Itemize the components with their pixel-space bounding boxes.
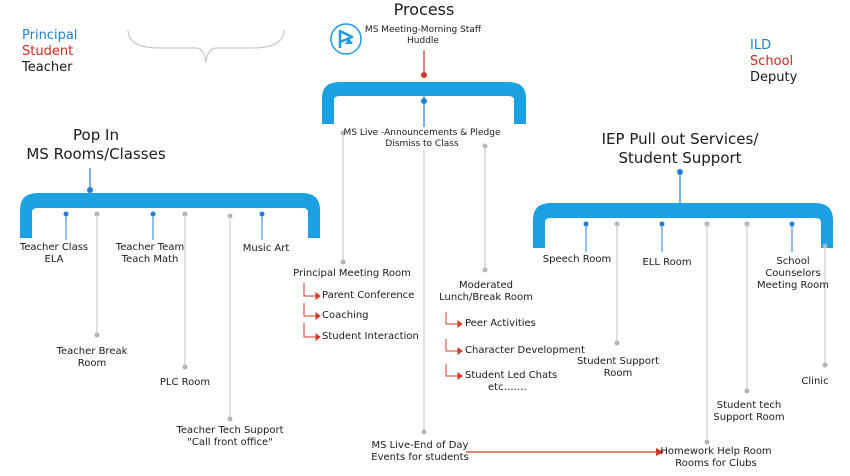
node-stutech xyxy=(744,388,750,394)
node-break xyxy=(94,332,100,338)
parent-conference-label: Parent Conference xyxy=(322,290,415,301)
ell-room-label: ELL Room xyxy=(642,257,692,268)
legend-student: Student xyxy=(22,44,74,59)
decorative-brace xyxy=(127,29,285,63)
logo-icon xyxy=(330,23,362,55)
student-interaction-label: Student Interaction xyxy=(322,331,419,342)
node-lunch xyxy=(482,267,488,273)
right-heading: IEP Pull out Services/ Student Support xyxy=(601,130,759,167)
teacher-class-label: Teacher Class ELA xyxy=(19,242,89,265)
node-center-gray-left xyxy=(340,130,346,136)
etc-label: etc……. xyxy=(488,382,527,393)
coaching-label: Coaching xyxy=(322,310,369,321)
principal-sub-arrows xyxy=(303,283,321,341)
legend-principal: Principal xyxy=(22,28,78,43)
node-end-of-day xyxy=(421,429,427,435)
legend-ild: ILD xyxy=(750,38,772,53)
announcements-label: MS Live -Announcements & Pledge Dismiss … xyxy=(343,128,501,149)
legend-right: ILD School Deputy xyxy=(750,38,797,86)
legend-school: School xyxy=(750,54,794,69)
lunch-room-label: Moderated Lunch/Break Room xyxy=(439,280,533,303)
principal-room-label: Principal Meeting Room xyxy=(293,268,411,279)
node-principal xyxy=(340,259,346,265)
legend-left: Principal Student Teacher xyxy=(22,28,77,76)
lunch-sub-arrows xyxy=(445,312,463,380)
speech-room-label: Speech Room xyxy=(542,254,612,265)
teacher-team-label: Teacher Team Teach Math xyxy=(115,242,185,265)
meeting-label: MS Meeting-Morning Staff Huddle xyxy=(364,25,482,46)
teacher-break-label: Teacher Break Room xyxy=(56,346,128,369)
page-title: Process xyxy=(393,0,455,19)
music-art-label: Music Art xyxy=(242,243,290,254)
right-bracket xyxy=(533,203,833,248)
end-of-day-label: MS Live-End of Day Events for students xyxy=(371,440,469,463)
center-bracket xyxy=(322,82,526,124)
node-center-gray-right xyxy=(482,143,488,149)
left-bracket xyxy=(20,193,320,238)
node-plc xyxy=(182,364,188,370)
legend-deputy: Deputy xyxy=(750,70,798,85)
clinic-label: Clinic xyxy=(801,376,829,387)
student-support-label: Student Support Room xyxy=(576,356,660,379)
node-right-top xyxy=(677,169,683,175)
peer-activities-label: Peer Activities xyxy=(465,318,536,329)
counselors-room-label: School Counselors Meeting Room xyxy=(757,256,829,291)
node-top-red xyxy=(421,72,427,78)
node-clinic xyxy=(822,362,828,368)
left-heading: Pop In MS Rooms/Classes xyxy=(26,126,166,163)
teacher-tech-label: Teacher Tech Support "Call front office" xyxy=(176,425,284,448)
node-support xyxy=(614,340,620,346)
student-tech-label: Student tech Support Room xyxy=(713,400,785,423)
node-left-top xyxy=(87,187,93,193)
node-tech xyxy=(227,416,233,422)
student-led-label: Student Led Chats xyxy=(465,370,558,381)
node-homework xyxy=(704,439,710,445)
plc-room-label: PLC Room xyxy=(159,377,211,388)
legend-teacher: Teacher xyxy=(22,60,73,75)
character-development-label: Character Development xyxy=(465,345,585,356)
node-center-blue xyxy=(421,98,427,104)
arrowhead-homework xyxy=(656,448,664,456)
homework-room-label: Homework Help Room Rooms for Clubs xyxy=(660,446,772,469)
